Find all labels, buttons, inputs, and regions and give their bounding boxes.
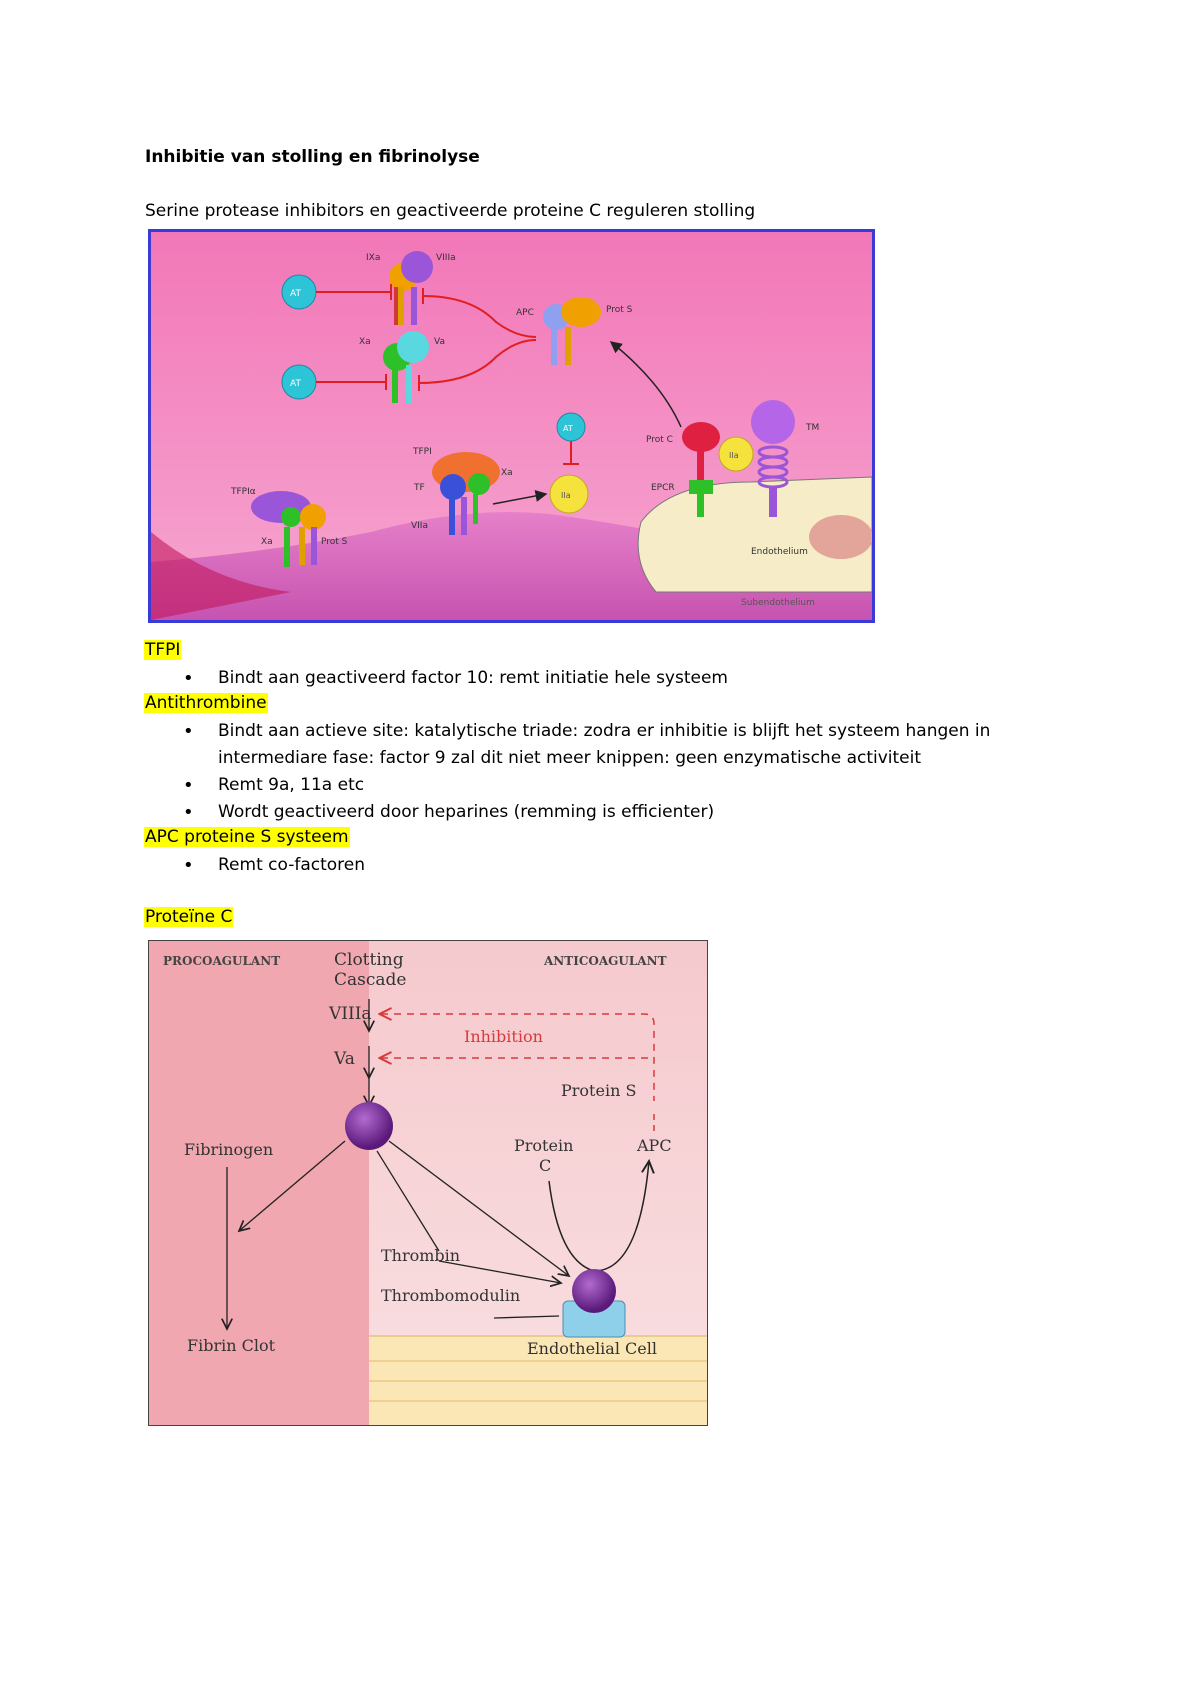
thrombin-bound-sphere	[572, 1269, 616, 1313]
list-apc: Remt co-factoren	[175, 852, 365, 879]
label-epcr: EPCR	[651, 483, 675, 493]
label-viiia: VIIIa	[328, 1004, 372, 1024]
label-procoagulant: PROCOAGULANT	[163, 954, 280, 968]
list-item: Bindt aan geactiveerd factor 10: remt in…	[175, 665, 728, 692]
list-item: Remt co-factoren	[175, 852, 365, 879]
label-subendothelium: Subendothelium	[741, 598, 815, 608]
apc-prot-s-complex	[543, 297, 601, 365]
label-iia-mid: IIa	[561, 491, 571, 500]
list-tfpi: Bindt aan geactiveerd factor 10: remt in…	[175, 665, 728, 692]
label-prot-s-top: Prot S	[606, 305, 633, 315]
heading-proteine-c: Proteïne C	[144, 907, 234, 927]
activation-arrow-iia	[492, 490, 548, 505]
left-cell	[151, 532, 291, 620]
label-anticoagulant: ANTICOAGULANT	[543, 954, 667, 968]
label-viia: VIIa	[411, 521, 428, 531]
inhibition-diagram-svg: IXa VIIIa AT Xa Va AT	[151, 232, 872, 620]
label-prot-s-low: Prot S	[321, 537, 348, 547]
apc-inhibition-curve-2	[418, 339, 537, 384]
endothelium-nucleus	[809, 515, 872, 559]
label-clotting: Clotting	[334, 950, 404, 970]
inhibition-diagram: IXa VIIIa AT Xa Va AT	[148, 229, 875, 623]
arrow-thrombin-fibrinogen	[239, 1140, 346, 1231]
label-viiia: VIIIa	[436, 253, 456, 263]
heading-antithrombine: Antithrombine	[144, 693, 268, 713]
label-c: C	[539, 1156, 551, 1175]
label-tfpia: TFPIα	[230, 487, 256, 497]
label-at-2: AT	[290, 379, 301, 389]
label-va: Va	[434, 337, 445, 347]
thrombomodulin-molecule	[751, 400, 795, 517]
label-at-3: AT	[563, 424, 573, 433]
label-va: Va	[333, 1049, 355, 1069]
apc-inhibition-curve-1	[422, 295, 537, 338]
label-xa-mid: Xa	[501, 468, 513, 478]
label-thrombomodulin: Thrombomodulin	[381, 1286, 520, 1305]
label-fibrinogen: Fibrinogen	[184, 1140, 273, 1159]
label-xa-top: Xa	[359, 337, 371, 347]
label-iia-right: IIa	[729, 451, 739, 460]
label-xa-low: Xa	[261, 537, 273, 547]
label-thrombin: Thrombin	[381, 1246, 460, 1265]
tfpi-tf-viia-complex	[432, 452, 500, 535]
inhibition-line-viiia	[381, 1014, 655, 1101]
list-item: Wordt geactiveerd door heparines (remmin…	[175, 799, 1035, 826]
label-prot-c: Prot C	[646, 435, 673, 445]
label-tf: TF	[413, 483, 425, 493]
iia-molecule-right	[718, 436, 754, 472]
tfpia-xa-prot-s-complex	[251, 491, 326, 567]
arrow-thrombin-complex	[388, 1140, 569, 1276]
page-title: Inhibitie van stolling en fibrinolyse	[145, 147, 480, 167]
list-item: Bindt aan actieve site: katalytische tri…	[175, 718, 1035, 772]
heading-tfpi: TFPI	[144, 640, 182, 660]
procoagulant-zone	[149, 941, 369, 1425]
label-tfpi: TFPI	[412, 447, 432, 457]
label-protein-s: Protein S	[561, 1081, 636, 1100]
activation-arrow-apc	[609, 341, 682, 428]
label-tm: TM	[805, 423, 819, 433]
protein-c-diagram: PROCOAGULANT ANTICOAGULANT Clotting Casc…	[148, 940, 708, 1426]
page-subtitle: Serine protease inhibitors en geactiveer…	[145, 201, 756, 221]
thrombin-sphere	[345, 1102, 393, 1150]
endothelium-cell	[637, 476, 872, 593]
label-endothelium: Endothelium	[751, 547, 808, 557]
label-at-1: AT	[290, 289, 301, 299]
label-apc: APC	[516, 308, 534, 318]
list-item: Remt 9a, 11a etc	[175, 772, 1035, 799]
prot-c-epcr-complex	[682, 422, 720, 517]
heading-apc: APC proteine S systeem	[144, 827, 350, 847]
ixa-viiia-complex	[389, 251, 433, 325]
label-fibrin-clot: Fibrin Clot	[187, 1336, 276, 1355]
label-endothelial-cell: Endothelial Cell	[527, 1339, 657, 1358]
label-protein: Protein	[514, 1136, 573, 1155]
list-antithrombine: Bindt aan actieve site: katalytische tri…	[175, 718, 1035, 826]
iia-molecule-mid	[549, 474, 589, 514]
label-cascade: Cascade	[334, 970, 406, 990]
protein-c-diagram-svg: PROCOAGULANT ANTICOAGULANT Clotting Casc…	[149, 941, 707, 1425]
label-ixa: IXa	[366, 253, 380, 263]
label-apc: APC	[636, 1136, 672, 1155]
xa-va-complex	[383, 331, 429, 403]
label-inhibition: Inhibition	[464, 1027, 543, 1046]
